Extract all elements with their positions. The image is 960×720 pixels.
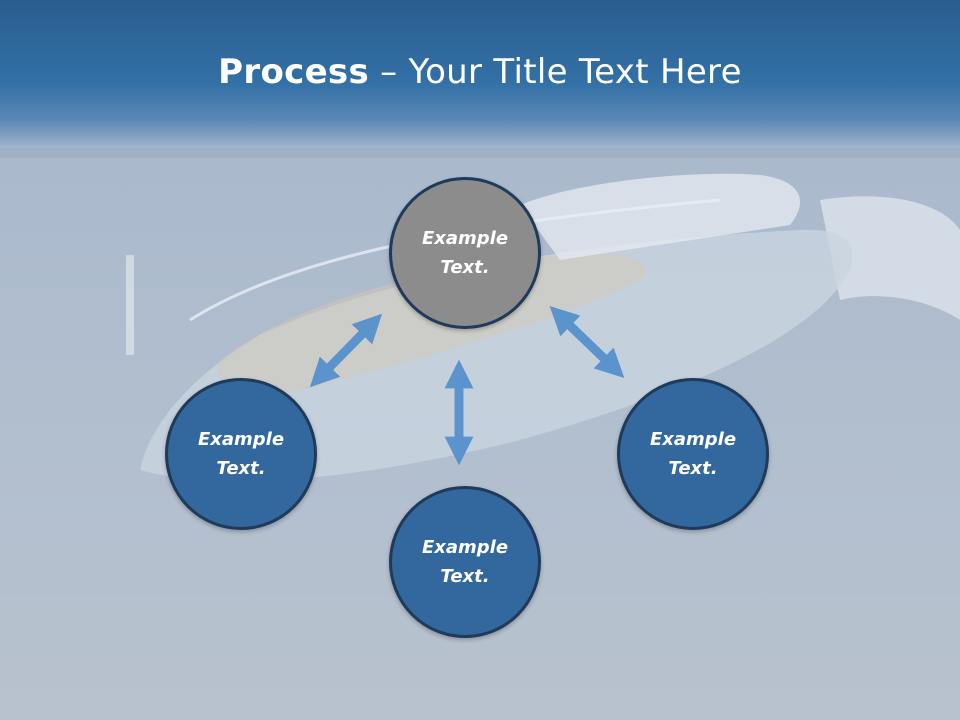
arrow-top-left — [309, 313, 383, 388]
node-bottom[interactable]: Example Text. — [389, 486, 541, 638]
node-label-line2: Text. — [440, 566, 490, 587]
node-label-line1: Example — [421, 228, 509, 249]
arrow-top-right — [549, 306, 625, 378]
title-bold-text: Process — [218, 52, 370, 92]
title-band — [0, 0, 960, 150]
node-right[interactable]: Example Text. — [617, 378, 769, 530]
center-node-top[interactable]: Example Text. — [389, 177, 541, 329]
node-label-line1: Example — [649, 429, 737, 450]
node-label-line2: Text. — [440, 257, 490, 278]
node-label-line1: Example — [421, 537, 509, 558]
title-rest-text: – Your Title Text Here — [369, 52, 742, 92]
node-label-line2: Text. — [668, 458, 718, 479]
node-label-line2: Text. — [216, 458, 266, 479]
slide-title[interactable]: Process – Your Title Text Here — [0, 52, 960, 92]
node-label-line1: Example — [197, 429, 285, 450]
node-left[interactable]: Example Text. — [165, 378, 317, 530]
